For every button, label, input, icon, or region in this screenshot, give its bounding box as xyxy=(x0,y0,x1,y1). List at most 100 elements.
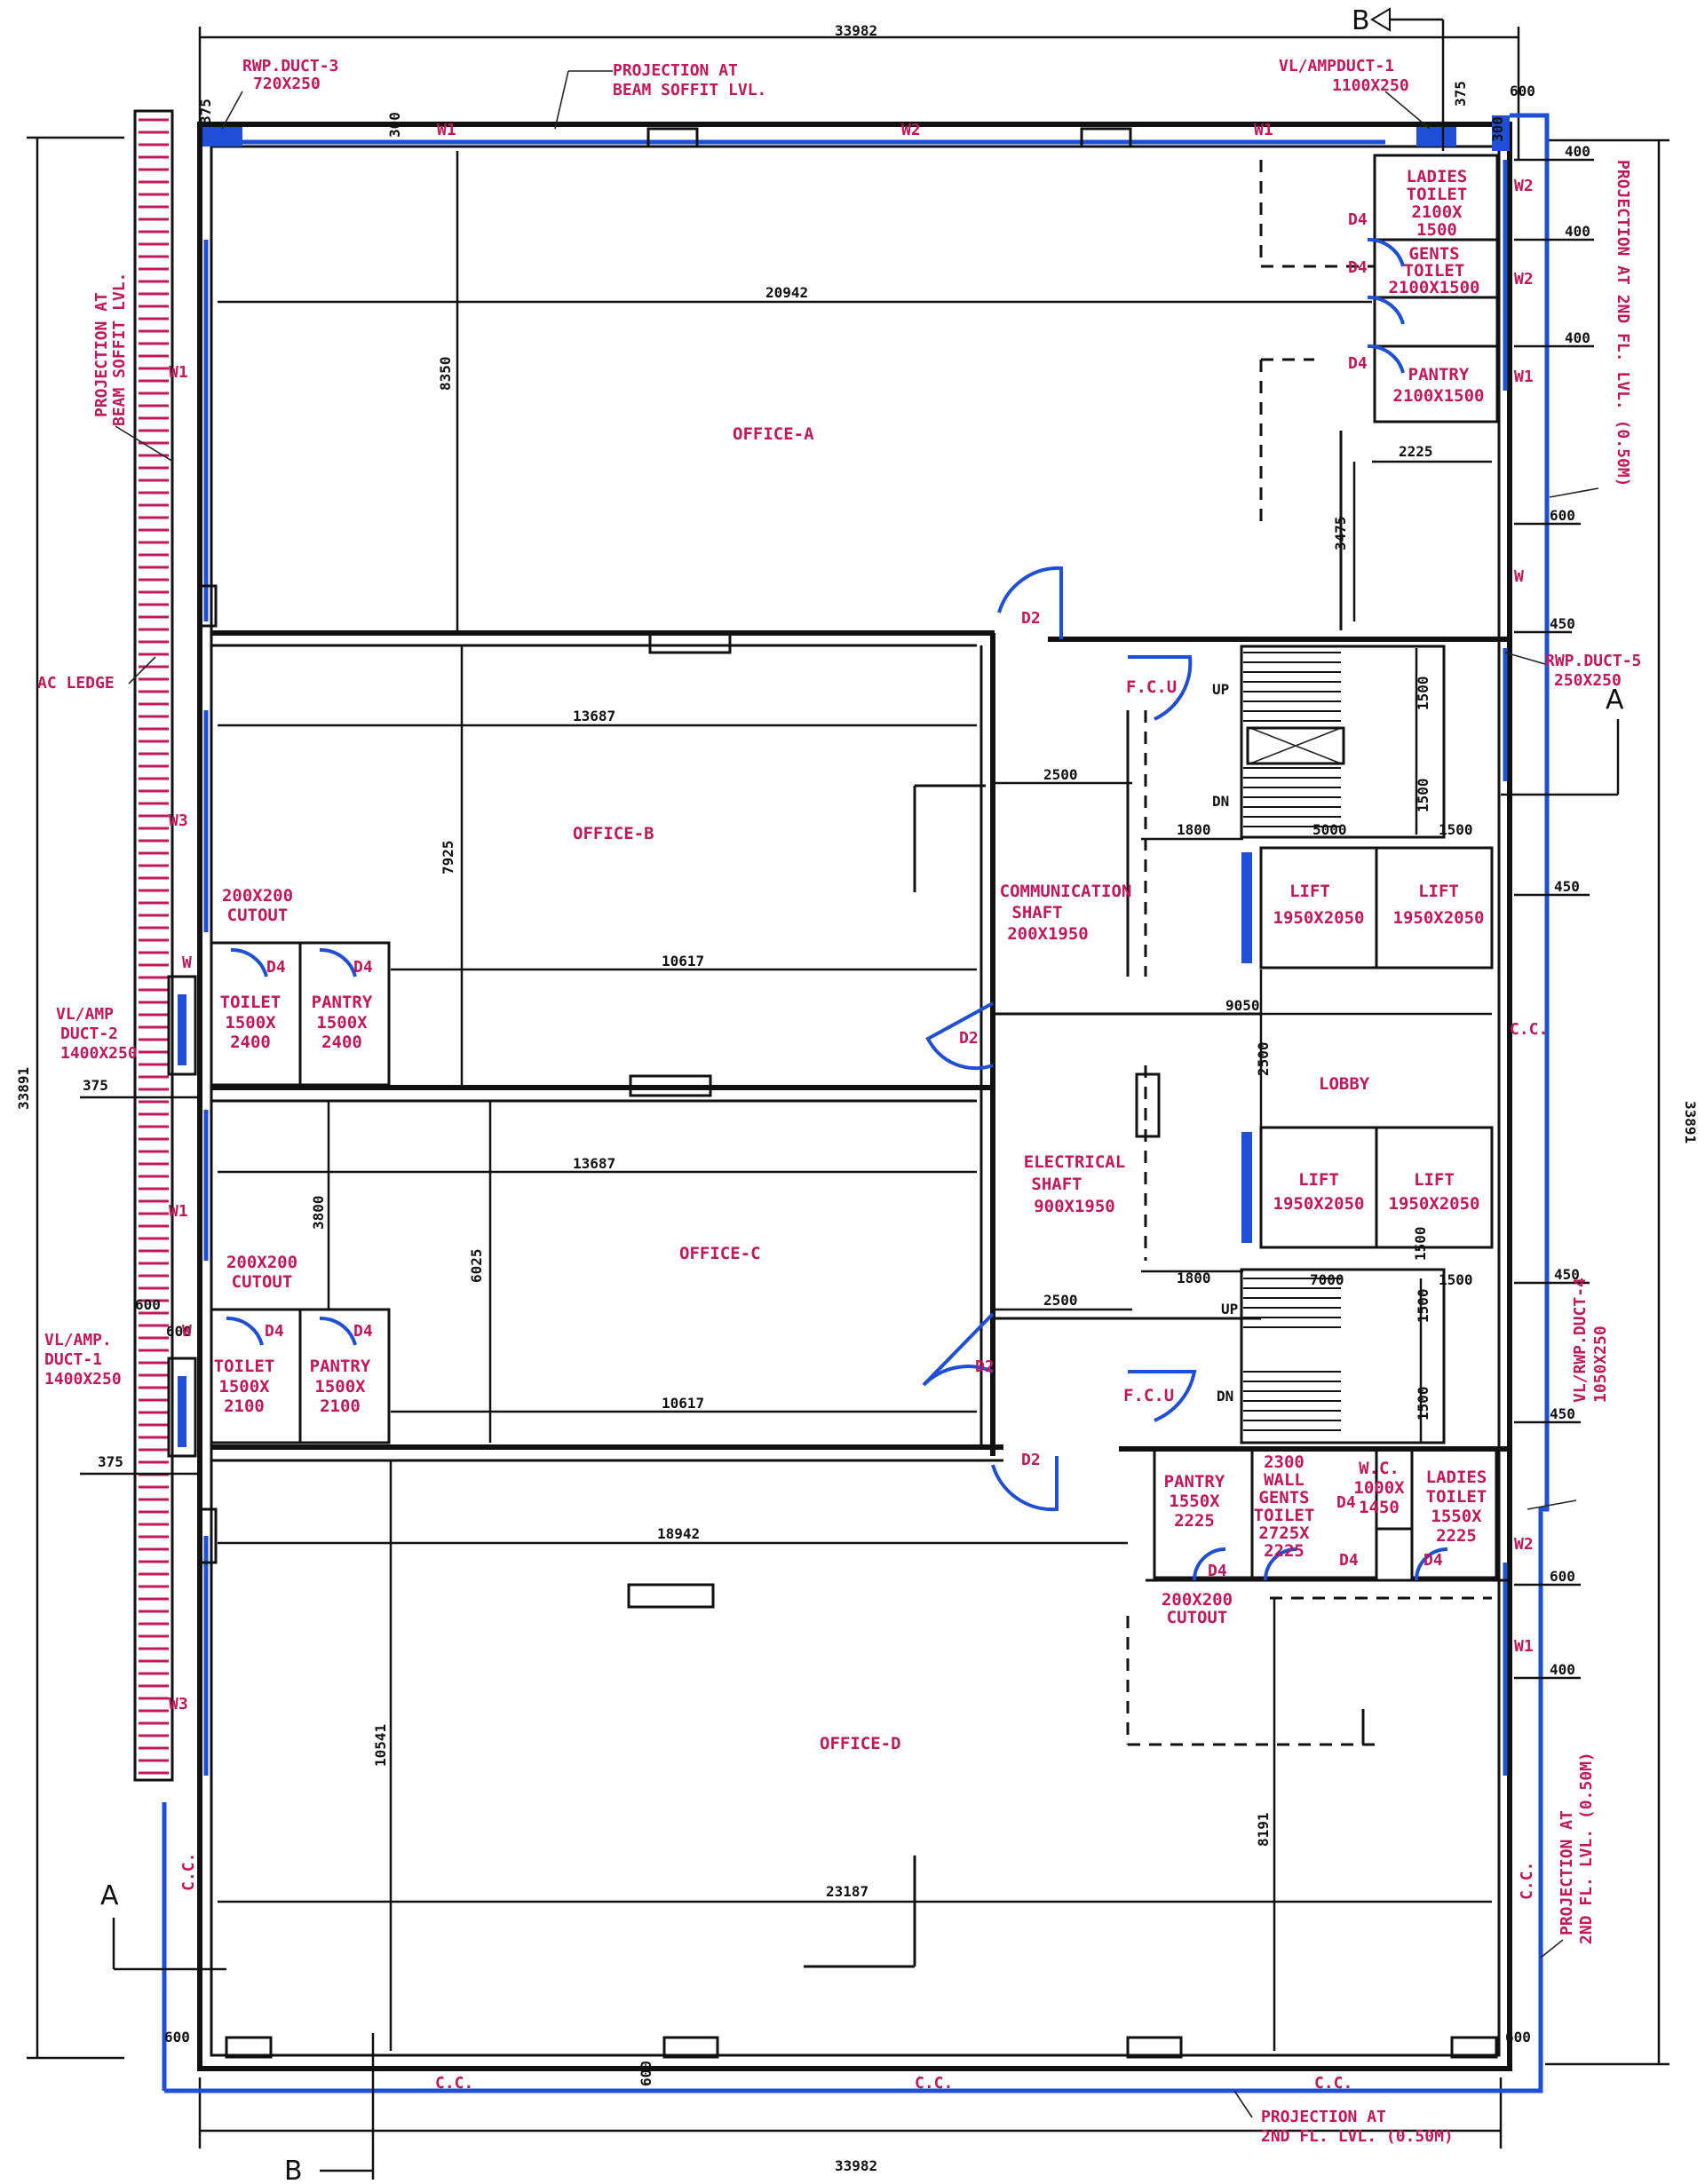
tag-w-right-5: W2 xyxy=(1514,1535,1534,1554)
dim-2500-v: 2500 xyxy=(1255,1041,1272,1076)
note-projection-right-top: PROJECTION AT 2ND FL. LVL. (0.50M) xyxy=(1614,160,1632,487)
note-projection-left-l2: BEAM SOFFIT LVL. xyxy=(110,273,129,426)
tag-d4-10: D4 xyxy=(1339,1551,1359,1570)
tag-d4-7: D4 xyxy=(1348,354,1368,373)
dim-13687-c: 13687 xyxy=(573,1155,615,1172)
room-lift-4-title: LIFT xyxy=(1414,1170,1455,1190)
tag-d4-11: D4 xyxy=(1423,1551,1443,1570)
note-projection-bottom-l1: PROJECTION AT xyxy=(1261,2108,1386,2126)
section-a-right: A xyxy=(1606,684,1624,716)
tag-w-right-4: W xyxy=(1514,567,1524,586)
tag-w-right-6: W1 xyxy=(1514,1637,1534,1656)
gents-d-l5: 2725X xyxy=(1258,1523,1310,1543)
dim-1500-a: 1500 xyxy=(1415,676,1431,710)
note-projection-bottom-l2: 2ND FL. LVL. (0.50M) xyxy=(1261,2127,1454,2146)
tag-w-right-3: W1 xyxy=(1514,368,1534,386)
tag-w1-top: W1 xyxy=(437,121,456,139)
tag-d2-b: D2 xyxy=(959,1029,979,1048)
partitions xyxy=(167,127,1510,2059)
pantry-b-l2: 1500X xyxy=(316,1013,368,1033)
dim-13687-b: 13687 xyxy=(573,708,615,724)
toilet-b-l1: TOILET xyxy=(220,993,282,1012)
room-toilet-c: TOILET 1500X 2100 xyxy=(214,1357,275,1416)
room-office-b: OFFICE-B xyxy=(573,824,654,843)
dim-20942: 20942 xyxy=(765,284,808,301)
dim-7000: 7000 xyxy=(1310,1271,1344,1288)
dim-2500-bot: 2500 xyxy=(1043,1292,1078,1309)
tag-cc-bottom-1: C.C. xyxy=(435,2074,473,2093)
window-tags: W1 W2 W1 W1 W3 W1 W3 W W C.C. C.C. C.C. … xyxy=(169,121,1548,2093)
tag-cc-right-1: C.C. xyxy=(1510,1020,1548,1039)
tag-w1-left-a: W1 xyxy=(169,363,188,382)
stair-dn-bottom: DN xyxy=(1217,1388,1233,1405)
comm-shaft-l3: 200X1950 xyxy=(1007,924,1089,944)
pantry-d-l2: 1550X xyxy=(1169,1492,1220,1511)
room-pantry-d: PANTRY 1550X 2225 xyxy=(1164,1472,1225,1531)
room-pantry-top: PANTRY 2100X1500 xyxy=(1393,365,1485,406)
gents-d-l4: TOILET xyxy=(1254,1506,1315,1525)
room-office-a: OFFICE-A xyxy=(733,424,814,444)
dim-1500-e: 1500 xyxy=(1412,1226,1429,1261)
dim-375-b: 375 xyxy=(83,1077,108,1094)
dim-1500-h2: 1500 xyxy=(1439,1271,1473,1288)
room-lift-2-size: 1950X2050 xyxy=(1393,908,1485,928)
tag-w1-left-c: W1 xyxy=(169,1202,188,1221)
room-office-d: OFFICE-D xyxy=(820,1734,901,1753)
tag-w3-left-d: W3 xyxy=(169,1695,188,1713)
ladies-d-l3: 1550X xyxy=(1431,1507,1482,1526)
note-ac-ledge: AC LEDGE xyxy=(37,674,115,692)
toilet-c-l1: TOILET xyxy=(214,1357,275,1376)
gents-top-l3: 2100X1500 xyxy=(1389,278,1480,297)
tag-w1-top-r: W1 xyxy=(1254,121,1273,139)
dim-1500-b: 1500 xyxy=(1415,778,1431,812)
building-shell xyxy=(162,113,1550,2093)
dim-1800-bot: 1800 xyxy=(1177,1270,1211,1286)
tag-cc-bottom-2: C.C. xyxy=(915,2074,953,2093)
note-vl-amp-duct-2-l3: 1400X250 xyxy=(60,1044,138,1063)
dim-400-a: 400 xyxy=(1565,143,1590,160)
cutout-c-l2: CUTOUT xyxy=(232,1272,293,1292)
dim-10541: 10541 xyxy=(372,1724,389,1767)
note-vl-amp-duct-2-l2: DUCT-2 xyxy=(60,1025,118,1043)
ladies-d-l4: 2225 xyxy=(1436,1526,1477,1546)
tag-d4-2: D4 xyxy=(353,958,373,977)
dim-10617-c: 10617 xyxy=(662,1395,704,1412)
note-vl-amp-duct-1-l3: 1400X250 xyxy=(44,1370,122,1389)
room-lift-1-size: 1950X2050 xyxy=(1273,908,1365,928)
section-b-bottom: B xyxy=(284,2156,303,2184)
room-wc-d: W.C. 1000X 1450 xyxy=(1353,1459,1405,1517)
dim-375-c: 375 xyxy=(98,1453,123,1470)
stair-up-bottom: UP xyxy=(1221,1301,1238,1318)
cutout-d-l1: 200X200 xyxy=(1162,1590,1233,1610)
dim-10617-b: 10617 xyxy=(662,953,704,969)
pantry-b-l1: PANTRY xyxy=(312,993,373,1012)
room-cutout-d: 200X200 CUTOUT xyxy=(1162,1590,1233,1627)
cutout-b-l2: CUTOUT xyxy=(227,906,289,925)
ac-ledge-hatch xyxy=(133,109,174,1782)
toilet-b-l2: 1500X xyxy=(225,1013,276,1033)
dim-450-c: 450 xyxy=(1554,1266,1580,1283)
toilet-c-l2: 1500X xyxy=(218,1377,270,1397)
comm-shaft-l2: SHAFT xyxy=(1011,903,1062,922)
dim-1500-c: 1500 xyxy=(1415,1288,1431,1323)
pantry-top-l2: 2100X1500 xyxy=(1393,386,1485,406)
stair-dn-top: DN xyxy=(1212,793,1229,810)
room-lobby: LOBBY xyxy=(1319,1074,1370,1094)
note-rwp-duct-5-l2: 250X250 xyxy=(1554,671,1622,690)
internal-dimensions: 20942 8350 2225 3475 13687 7925 10617 13… xyxy=(80,81,1594,2086)
dim-375-top-l: 375 xyxy=(197,99,214,124)
ladies-d-l1: LADIES xyxy=(1426,1468,1487,1487)
tag-d2-c: D2 xyxy=(975,1357,995,1376)
gents-top-l2: TOILET xyxy=(1404,261,1465,281)
dim-450-a: 450 xyxy=(1550,615,1575,632)
section-a-left: A xyxy=(100,1880,119,1911)
dim-1500-d: 1500 xyxy=(1415,1386,1431,1420)
dim-600-a: 600 xyxy=(1550,507,1575,524)
room-fcu-bottom: F.C.U xyxy=(1123,1386,1174,1405)
gents-top-l1: GENTS xyxy=(1408,244,1459,264)
gents-d-l1: 2300 xyxy=(1264,1452,1305,1472)
room-lift-4-size: 1950X2050 xyxy=(1389,1194,1480,1214)
room-ladies-d: LADIES TOILET 1550X 2225 xyxy=(1426,1468,1487,1546)
dim-600-c2: 600 xyxy=(166,1323,192,1340)
stair-up-top: UP xyxy=(1212,681,1229,698)
